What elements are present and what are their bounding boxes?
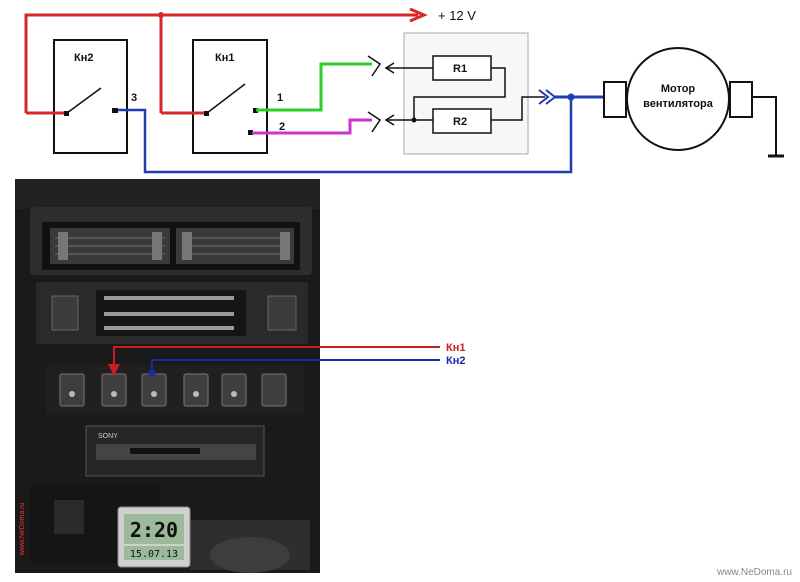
callout-kn1 xyxy=(108,346,440,376)
air-vent-right xyxy=(176,228,294,264)
clock-time: 2:20 xyxy=(130,518,178,542)
supply-bus xyxy=(24,7,428,113)
r1-label: R1 xyxy=(453,63,467,75)
radio-brand: SONY xyxy=(98,433,118,440)
blue-wire xyxy=(118,97,573,174)
supply-label: + 12 V xyxy=(438,8,476,23)
callout-kn1-label: Кн1 xyxy=(446,342,465,354)
green-wire xyxy=(256,62,372,112)
terminal-3-label: 3 xyxy=(131,92,137,104)
motor-label-1: Мотор xyxy=(661,83,696,95)
watermark: www.NeDoma.ru xyxy=(716,567,792,578)
kn1-label: Кн1 xyxy=(215,52,234,64)
air-vent-left xyxy=(50,228,170,264)
kn2-label: Кн2 xyxy=(74,52,93,64)
callout-kn2 xyxy=(148,359,440,377)
switch-photo-kn2 xyxy=(141,373,167,407)
resistor-block xyxy=(384,32,545,155)
switch-photo-kn1 xyxy=(101,373,127,407)
r2-label: R2 xyxy=(453,116,467,128)
switch-kn2 xyxy=(26,39,128,154)
motor-connector xyxy=(538,89,606,105)
terminal-2-label: 2 xyxy=(279,121,285,133)
fan-motor xyxy=(603,47,784,158)
magenta-wire xyxy=(252,118,372,135)
callout-kn2-label: Кн2 xyxy=(446,355,465,367)
motor-label-2: вентилятора xyxy=(643,98,714,110)
clock-date: 15.07.13 xyxy=(130,549,178,560)
switch-photo-1 xyxy=(59,373,85,407)
dashboard-photo: SONY 2:20 15.07.13 www.NeDoma.ru xyxy=(15,179,320,573)
switch-kn1 xyxy=(161,39,268,154)
svg-text:www.NeDoma.ru: www.NeDoma.ru xyxy=(19,502,26,556)
terminal-1-label: 1 xyxy=(277,92,283,104)
